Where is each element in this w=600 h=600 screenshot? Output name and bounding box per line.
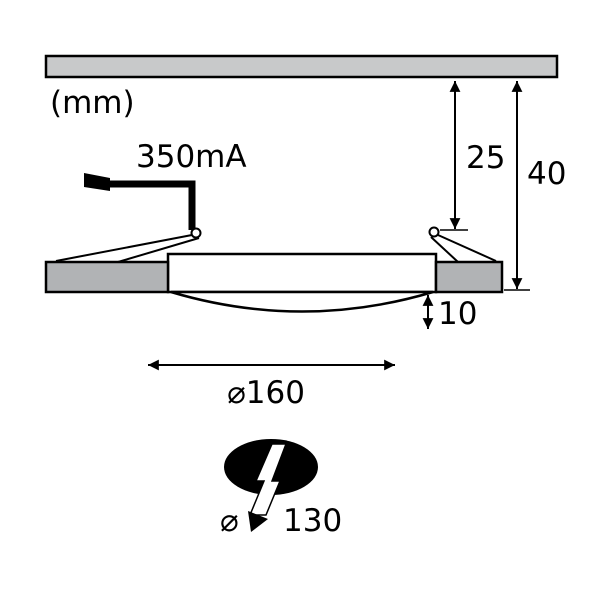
supply-cable [108, 180, 196, 230]
dim-recess-label: 25 [466, 140, 505, 176]
ceiling-section: (mm) [44, 54, 559, 121]
dim-total-label: 40 [527, 156, 566, 192]
clip-left-arm-short [117, 237, 200, 263]
ceiling-panel [44, 54, 559, 79]
clip-left-arm-long [55, 234, 193, 262]
clip-right-arm-long [437, 234, 497, 262]
current-label: 350mA [136, 139, 247, 175]
clip-right-arm-short [430, 236, 459, 263]
flange-right [434, 260, 504, 294]
dim-protrusion-label: 10 [438, 296, 477, 332]
cable-plug [84, 173, 110, 191]
clip-right-pivot [428, 226, 440, 238]
unit-label: (mm) [50, 85, 135, 121]
lens-profile [170, 290, 434, 313]
dimensions: 25 40 10 ⌀160 [148, 81, 566, 411]
supply-cable-group: 350mA [84, 139, 247, 230]
lightning-bolt-icon [248, 443, 288, 516]
fixture-body [166, 252, 438, 294]
bolt-arrowhead-icon [248, 511, 268, 532]
dim-cutout-label: 130 [283, 503, 342, 539]
clip-left-pivot [190, 227, 202, 239]
dim-cutout-prefix-label: ⌀ [220, 503, 239, 539]
flange-left [44, 260, 170, 294]
fixture-cross-section [44, 226, 504, 313]
cutout-indicator: ⌀ 130 [220, 439, 342, 539]
dim-diameter-label: ⌀160 [227, 375, 305, 411]
